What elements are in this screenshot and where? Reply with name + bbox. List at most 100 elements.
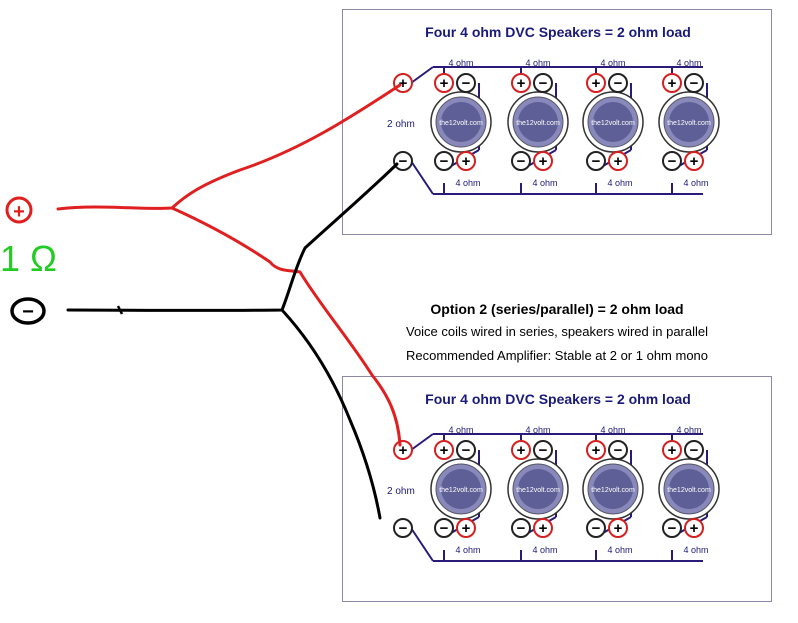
speaker-4: the12volt.com xyxy=(658,91,720,153)
diagram-title: Four 4 ohm DVC Speakers = 2 ohm load xyxy=(425,24,691,40)
speaker-3: the12volt.com xyxy=(582,91,644,153)
speaker-3-coil1-negative-symbol: − xyxy=(614,75,623,92)
speaker-3-coil1-negative-symbol: − xyxy=(614,442,623,459)
amp-terminal-positive-symbol: + xyxy=(399,442,408,459)
coil-label-bottom-1: 4 ohm xyxy=(455,545,480,555)
speaker-4-coil1-positive-symbol: + xyxy=(668,75,677,92)
speaker-2-coil2-positive-symbol: + xyxy=(539,520,548,537)
wiring-diagram-top: Four 4 ohm DVC Speakers = 2 ohm load +−2… xyxy=(342,9,772,235)
speaker-4-coil2-negative: − xyxy=(662,518,682,538)
coil-label-top-3: 4 ohm xyxy=(600,425,625,435)
coil-label-bottom-4: 4 ohm xyxy=(683,178,708,188)
speaker-4-coil1-positive: + xyxy=(662,440,682,460)
speaker-3-coil2-positive-symbol: + xyxy=(614,520,623,537)
coil-label-top-3: 4 ohm xyxy=(600,58,625,68)
speaker-3-coil1-negative: − xyxy=(608,440,628,460)
negative-wire-main xyxy=(66,162,399,312)
amp-terminal-positive: + xyxy=(393,440,413,460)
coil-label-bottom-1: 4 ohm xyxy=(455,178,480,188)
hand-drawn-minus-icon xyxy=(10,297,46,325)
speaker-1-coil1-positive-symbol: + xyxy=(440,442,449,459)
negative-wire-tick xyxy=(116,305,124,315)
speaker-brand-label: the12volt.com xyxy=(439,120,483,127)
negative-wire-branch xyxy=(280,308,382,520)
hand-drawn-minus-label: − xyxy=(22,301,34,323)
speaker-3-coil2-negative: − xyxy=(586,151,606,171)
speaker-2-coil1-positive: + xyxy=(511,73,531,93)
speaker-2-coil1-negative-symbol: − xyxy=(539,442,548,459)
coil-label-bottom-3: 4 ohm xyxy=(607,178,632,188)
speaker-1-coil2-positive: + xyxy=(456,518,476,538)
speaker-1: the12volt.com xyxy=(430,91,492,153)
speaker-1: the12volt.com xyxy=(430,458,492,520)
speaker-3-coil1-positive: + xyxy=(586,73,606,93)
speaker-1-coil1-negative-symbol: − xyxy=(462,75,471,92)
amp-terminal-negative: − xyxy=(393,151,413,171)
speaker-4-coil2-negative: − xyxy=(662,151,682,171)
bus-positive-feed xyxy=(410,66,434,84)
speaker-1-coil1-positive: + xyxy=(434,73,454,93)
speaker-4-coil2-positive: + xyxy=(684,151,704,171)
speaker-1-coil2-negative-symbol: − xyxy=(440,520,449,537)
wiring-diagram-top-svg: Four 4 ohm DVC Speakers = 2 ohm load +−2… xyxy=(387,24,720,195)
speaker-4-coil1-negative: − xyxy=(684,73,704,93)
coil-label-top-1: 4 ohm xyxy=(448,425,473,435)
speaker-brand-label: the12volt.com xyxy=(439,487,483,494)
wiring-diagram-bottom: Four 4 ohm DVC Speakers = 2 ohm load +−2… xyxy=(342,376,772,602)
speaker-brand-label: the12volt.com xyxy=(591,120,635,127)
coil-label-top-1: 4 ohm xyxy=(448,58,473,68)
speaker-4-coil1-negative-symbol: − xyxy=(690,442,699,459)
option-subtitle-series: Voice coils wired in series, speakers wi… xyxy=(405,324,709,339)
speaker-brand-label: the12volt.com xyxy=(591,487,635,494)
speaker-3-coil2-positive: + xyxy=(608,518,628,538)
speaker-2: the12volt.com xyxy=(507,458,569,520)
option-title: Option 2 (series/parallel) = 2 ohm load xyxy=(430,301,684,317)
hand-drawn-plus-label: + xyxy=(13,201,25,223)
hand-drawn-ohm-label: 1 Ω xyxy=(0,238,57,279)
bus-negative-feed xyxy=(410,160,434,195)
wiring-diagram-bottom-svg: Four 4 ohm DVC Speakers = 2 ohm load +−2… xyxy=(387,391,720,562)
coil-label-top-4: 4 ohm xyxy=(676,58,701,68)
speaker-2-coil1-negative: − xyxy=(533,440,553,460)
positive-wire-branch xyxy=(170,206,402,447)
speaker-3-coil2-negative: − xyxy=(586,518,606,538)
speaker-1-coil1-negative: − xyxy=(456,73,476,93)
hand-drawn-plus-icon xyxy=(5,196,33,224)
amp-terminal-positive-symbol: + xyxy=(399,75,408,92)
speaker-3-coil2-negative-symbol: − xyxy=(592,153,601,170)
speaker-brand-label: the12volt.com xyxy=(667,120,711,127)
speaker-2-coil2-negative: − xyxy=(511,518,531,538)
speaker-3-coil1-positive-symbol: + xyxy=(592,75,601,92)
speaker-1-coil2-positive: + xyxy=(456,151,476,171)
amp-terminal-negative-symbol: − xyxy=(399,153,408,170)
coil-label-bottom-2: 4 ohm xyxy=(532,178,557,188)
speaker-4-coil2-positive: + xyxy=(684,518,704,538)
speaker-2-coil1-positive-symbol: + xyxy=(517,75,526,92)
positive-wire-main xyxy=(56,83,402,211)
speaker-brand-label: the12volt.com xyxy=(516,487,560,494)
speaker-2-coil2-negative: − xyxy=(511,151,531,171)
speaker-4-coil1-positive: + xyxy=(662,73,682,93)
speaker-1-coil1-negative: − xyxy=(456,440,476,460)
speaker-3-coil1-positive: + xyxy=(586,440,606,460)
speaker-1-coil2-negative-symbol: − xyxy=(440,153,449,170)
speaker-2-coil1-negative: − xyxy=(533,73,553,93)
speaker-1-coil2-positive-symbol: + xyxy=(462,153,471,170)
speaker-3-coil1-negative: − xyxy=(608,73,628,93)
speaker-brand-label: the12volt.com xyxy=(516,120,560,127)
amp-terminal-negative: − xyxy=(393,518,413,538)
speaker-2-coil1-negative-symbol: − xyxy=(539,75,548,92)
speaker-3-coil2-positive-symbol: + xyxy=(614,153,623,170)
speaker-2-coil2-negative-symbol: − xyxy=(517,520,526,537)
speaker-2-coil1-positive-symbol: + xyxy=(517,442,526,459)
coil-label-bottom-3: 4 ohm xyxy=(607,545,632,555)
speaker-4-coil2-positive-symbol: + xyxy=(690,520,699,537)
coil-label-top-2: 4 ohm xyxy=(525,425,550,435)
speaker-4-coil1-negative-symbol: − xyxy=(690,75,699,92)
speaker-3-coil2-negative-symbol: − xyxy=(592,520,601,537)
speaker-1-coil2-positive-symbol: + xyxy=(462,520,471,537)
speaker-4: the12volt.com xyxy=(658,458,720,520)
speaker-2-coil1-positive: + xyxy=(511,440,531,460)
